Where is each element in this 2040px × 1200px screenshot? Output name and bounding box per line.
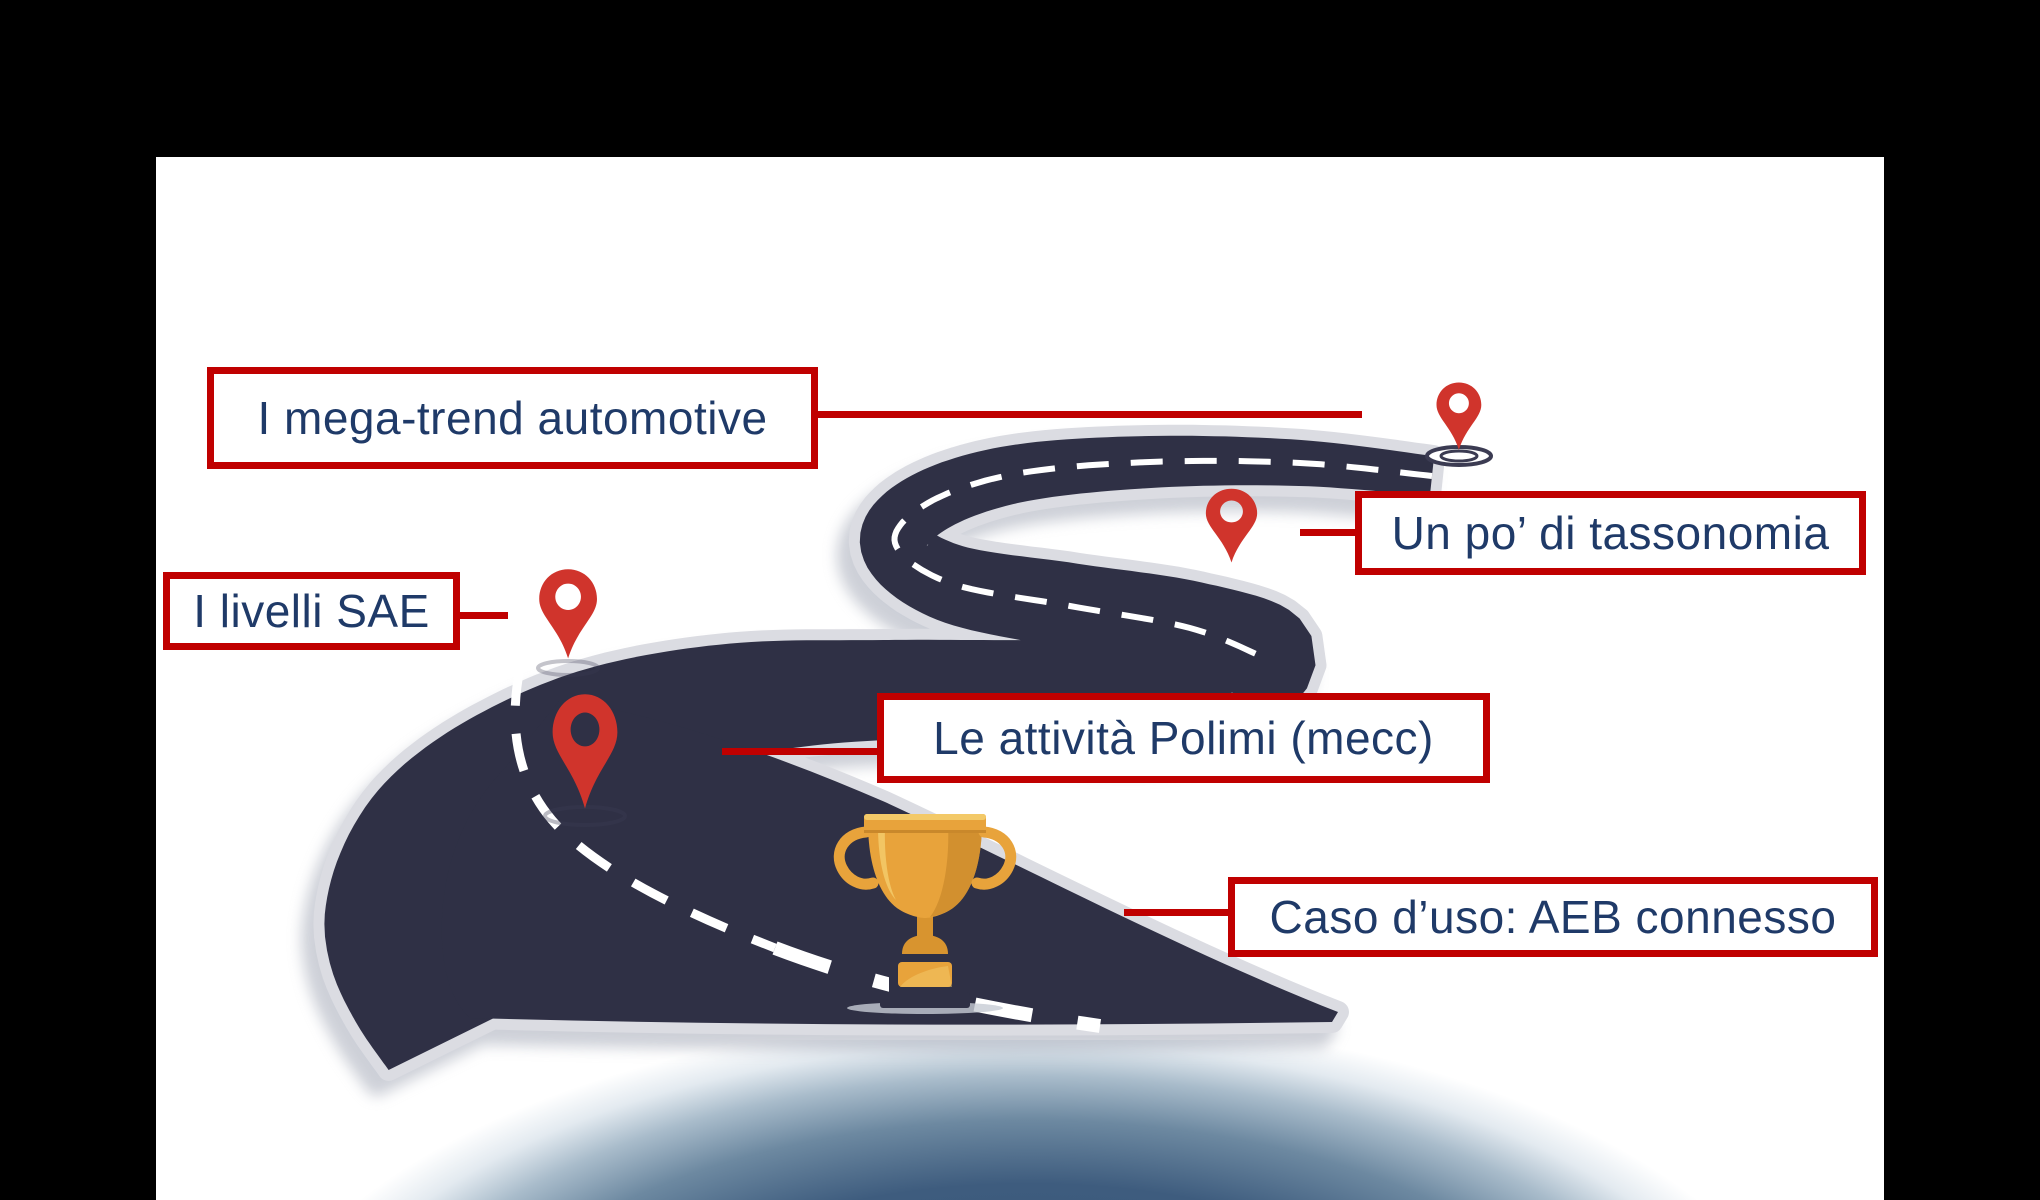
connector-line-mega-trend [814,411,1362,418]
connector-line-livelli-sae [458,612,508,619]
label-text-caso-uso: Caso d’uso: AEB connesso [1269,891,1837,943]
connector-line-attivita [722,748,880,755]
label-text-mega-trend: I mega-trend automotive [257,392,768,444]
connector-line-caso-uso [1124,909,1230,916]
label-text-attivita: Le attività Polimi (mecc) [933,712,1434,764]
label-text-tassonomia: Un po’ di tassonomia [1391,507,1830,559]
label-box-caso-uso: Caso d’uso: AEB connesso [1228,877,1878,957]
label-box-attivita: Le attività Polimi (mecc) [877,693,1490,783]
horizon-gradient [156,1040,1884,1200]
label-text-livelli-sae: I livelli SAE [193,585,430,637]
label-box-mega-trend: I mega-trend automotive [207,367,818,469]
label-box-livelli-sae: I livelli SAE [163,572,460,650]
connector-line-tassonomia [1300,529,1358,536]
label-box-tassonomia: Un po’ di tassonomia [1355,491,1866,575]
